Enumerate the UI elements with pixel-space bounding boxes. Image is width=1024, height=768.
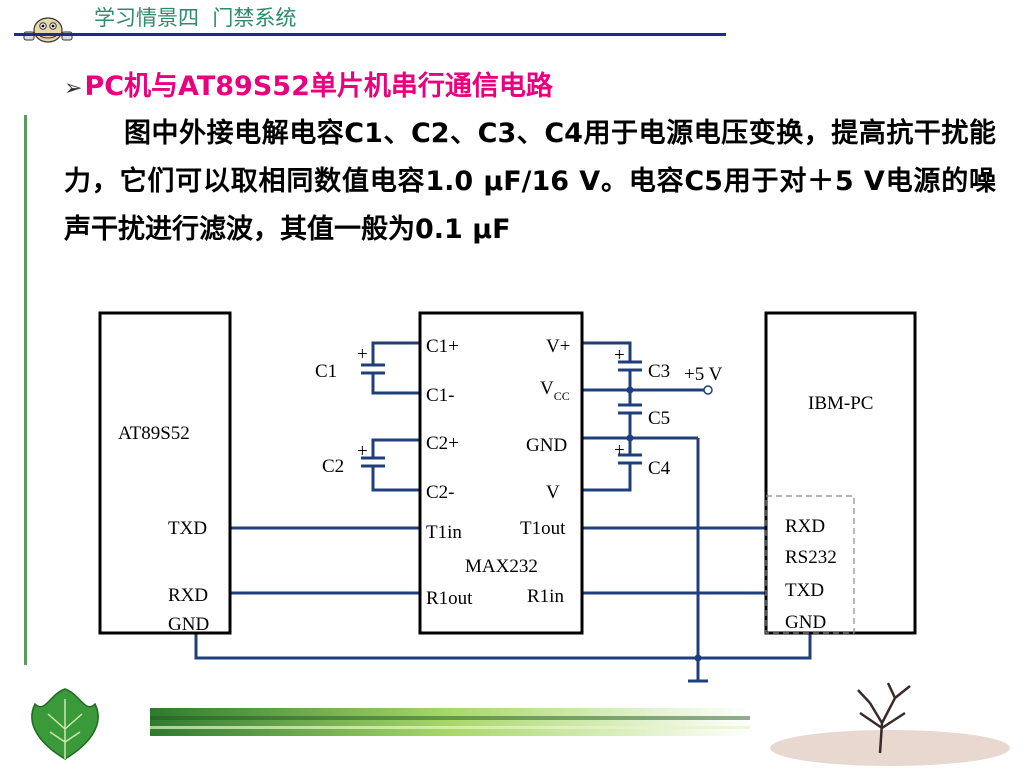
max232-r1in-label: R1in — [527, 586, 564, 607]
section-heading-text: PC机与AT89S52单片机串行通信电路 — [84, 71, 553, 102]
max232-c2m-label: C2- — [426, 482, 455, 503]
c3-polarity: + — [614, 345, 625, 366]
max232-c1m-label: C1- — [426, 385, 455, 406]
ibmpc-gnd-label: GND — [785, 612, 826, 633]
ibmpc-block — [764, 311, 917, 635]
max232-t1in-label: T1in — [426, 522, 462, 543]
max232-block — [418, 311, 584, 635]
max232-vplus-label: V+ — [546, 336, 570, 357]
supply-terminal — [703, 385, 713, 395]
c4-label: C4 — [648, 458, 671, 479]
at89s52-rxd-label: RXD — [168, 585, 208, 606]
c5-label: C5 — [648, 408, 670, 429]
header-title: 学习情景四 门禁系统 — [94, 6, 297, 30]
c2-label: C2 — [322, 456, 344, 477]
supply-label: +5 V — [684, 364, 723, 385]
max232-gnd-label: GND — [526, 435, 567, 456]
left-accent-bar — [24, 115, 27, 665]
max232-c1p-label: C1+ — [426, 336, 459, 357]
at89s52-gnd-label: GND — [168, 614, 209, 635]
max232-t1out-label: T1out — [520, 518, 566, 539]
arrow-bullet-icon: ➢ — [64, 76, 83, 101]
max232-vcc-label: VCC — [540, 378, 570, 403]
capacitor-plates — [361, 360, 642, 468]
max232-vminus-label: V — [546, 482, 560, 503]
c1-label: C1 — [315, 361, 337, 382]
description-paragraph: 图中外接电解电容C1、C2、C3、C4用于电源电压变换，提高抗干扰能力，它们可以… — [64, 118, 996, 245]
ibmpc-txd-label: TXD — [785, 580, 824, 601]
grass-strip-decoration — [150, 708, 750, 736]
max232-label: MAX232 — [465, 556, 538, 577]
ibmpc-rxd-label: RXD — [785, 516, 825, 537]
tree-icon — [770, 682, 1010, 766]
junction-dots — [626, 386, 702, 662]
c3-label: C3 — [648, 361, 670, 382]
at89s52-label: AT89S52 — [118, 423, 190, 444]
ibmpc-label: IBM-PC — [808, 393, 873, 414]
at89s52-txd-label: TXD — [168, 518, 207, 539]
c4-polarity: + — [614, 440, 625, 461]
leaf-icon — [31, 688, 99, 760]
rs232-port-outline — [765, 495, 855, 634]
max232-c2p-label: C2+ — [426, 433, 459, 454]
section-heading: ➢PC机与AT89S52单片机串行通信电路 — [64, 64, 553, 103]
c2-polarity: + — [357, 441, 368, 462]
ibmpc-rs232-label: RS232 — [785, 547, 837, 568]
c1-polarity: + — [357, 344, 368, 365]
header-underline — [14, 33, 726, 36]
at89s52-block — [98, 311, 232, 635]
max232-vcc-main: V — [540, 378, 554, 399]
max232-r1out-label: R1out — [426, 588, 473, 609]
wires — [194, 341, 812, 683]
max232-vcc-sub: CC — [554, 389, 570, 403]
